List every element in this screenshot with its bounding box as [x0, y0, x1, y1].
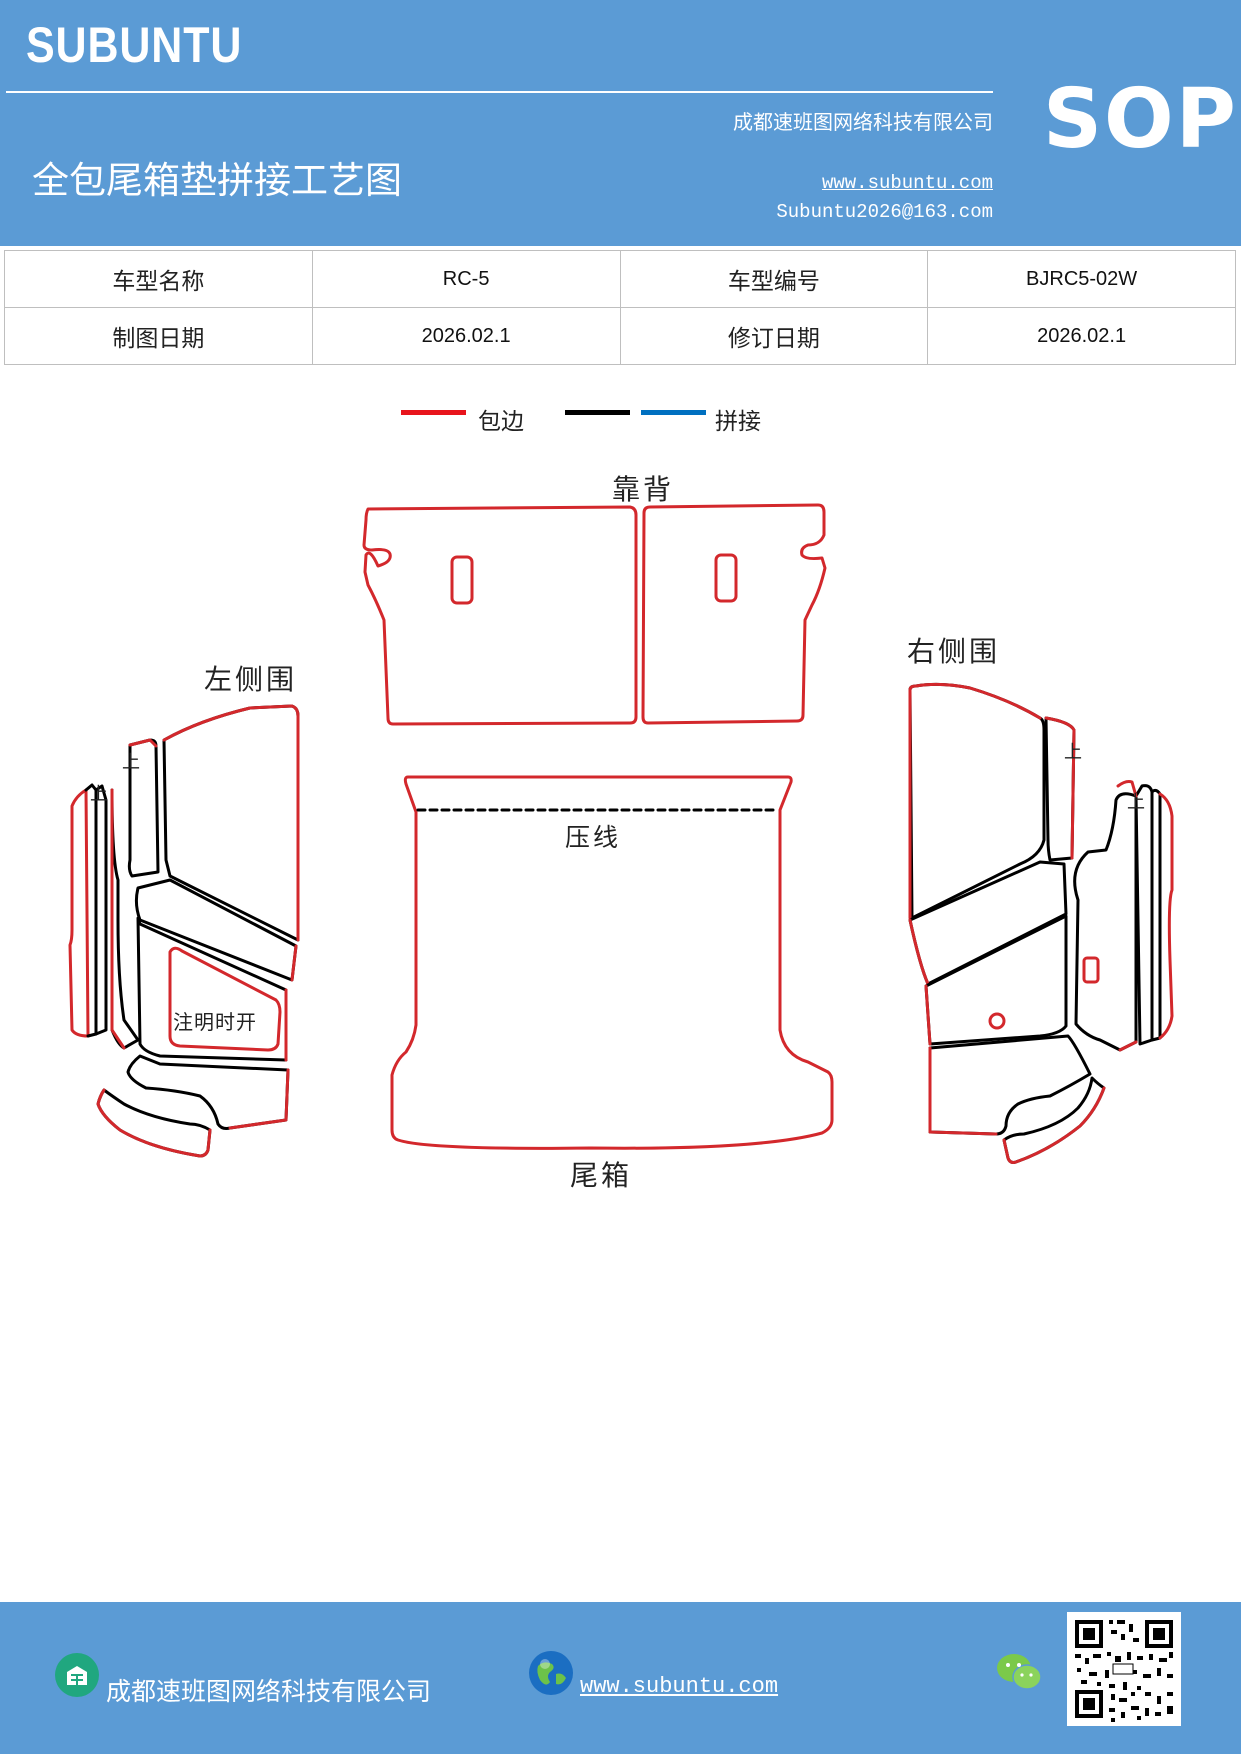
backrest-right-slot	[714, 553, 738, 603]
right-side-outer-strip	[1134, 784, 1154, 1046]
model-name-value: RC-5	[311, 250, 621, 308]
revision-date-label: 修订日期	[619, 307, 929, 365]
company-icon	[55, 1653, 99, 1697]
left-side-wheel-panel	[126, 1054, 290, 1130]
right-side-upper-panel	[908, 682, 1046, 920]
header-company: 成都速班图网络科技有限公司	[733, 110, 993, 134]
header-website-link[interactable]: www.subuntu.com	[821, 172, 993, 194]
legend-swatch-edge	[401, 410, 466, 415]
header-divider	[6, 91, 993, 93]
left-side-upper-panel	[162, 704, 300, 942]
qr-code	[1067, 1612, 1181, 1726]
legend-label-edge: 包边	[478, 409, 524, 435]
footer-company: 成都速班图网络科技有限公司	[106, 1677, 432, 1706]
right-side-lower-panel	[924, 914, 1068, 1046]
header-banner: SUBUNTU SOP 成都速班图网络科技有限公司 全包尾箱垫拼接工艺图 www…	[0, 0, 1241, 246]
left-side-open-patch	[168, 946, 282, 1052]
label-backrest: 靠背	[612, 473, 675, 506]
header-email: Subuntu2026@163.com	[776, 201, 993, 223]
globe-icon	[529, 1651, 573, 1695]
right-side-hole	[988, 1012, 1006, 1030]
left-side-middle-panel	[134, 878, 298, 982]
draw-date-value: 2026.02.1	[311, 307, 621, 365]
label-crease: 压线	[565, 823, 622, 852]
left-side-lower-panel	[136, 916, 288, 1062]
label-left-side: 左侧围	[204, 663, 298, 696]
legend-label-seam: 拼接	[715, 409, 761, 435]
wechat-icon	[997, 1654, 1042, 1690]
left-side-outer-strip	[68, 788, 90, 1038]
left-side-strip-3	[127, 738, 160, 878]
model-name-label: 车型名称	[4, 250, 313, 308]
up-mark: 上	[122, 752, 140, 773]
legend-swatch-black	[565, 410, 630, 415]
table-row: 车型名称 RC-5 车型编号 BJRC5-02W	[4, 250, 1236, 308]
backrest-left-slot	[450, 555, 474, 605]
page-title: 全包尾箱垫拼接工艺图	[32, 159, 402, 202]
footer-website-link[interactable]: www.subuntu.com	[580, 1674, 779, 1699]
revision-date-value: 2026.02.1	[927, 307, 1236, 365]
brand-logo: SUBUNTU	[26, 17, 243, 73]
up-mark: 上	[90, 784, 108, 805]
right-side-rear-panel	[1073, 792, 1138, 1052]
label-right-side: 右侧围	[907, 635, 1001, 668]
label-open-note: 注明时开	[173, 1010, 257, 1034]
up-mark: 上	[1064, 742, 1082, 763]
legend-swatch-seam	[641, 410, 706, 415]
model-code-value: BJRC5-02W	[927, 250, 1236, 308]
draw-date-label: 制图日期	[4, 307, 313, 365]
table-row: 制图日期 2026.02.1 修订日期 2026.02.1	[4, 307, 1236, 365]
sop-badge: SOP	[1043, 72, 1238, 167]
right-side-bottom-flap	[1002, 1076, 1106, 1164]
label-trunk: 尾箱	[570, 1159, 633, 1192]
right-side-slot	[1082, 956, 1100, 984]
right-side-wheel-panel	[928, 1034, 1092, 1136]
footer-banner: 成都速班图网络科技有限公司 www.subuntu.com	[0, 1602, 1241, 1754]
backrest-right-panel	[641, 503, 827, 725]
left-side-strip-2	[110, 788, 140, 1050]
backrest-left-panel	[362, 505, 638, 726]
vehicle-info-table: 车型名称 RC-5 车型编号 BJRC5-02W 制图日期 2026.02.1 …	[4, 250, 1236, 365]
trunk-mat-diagram	[68, 503, 1174, 1164]
trunk-floor-panel	[390, 775, 834, 1150]
model-code-label: 车型编号	[619, 250, 929, 308]
up-mark: 上	[1127, 792, 1145, 813]
